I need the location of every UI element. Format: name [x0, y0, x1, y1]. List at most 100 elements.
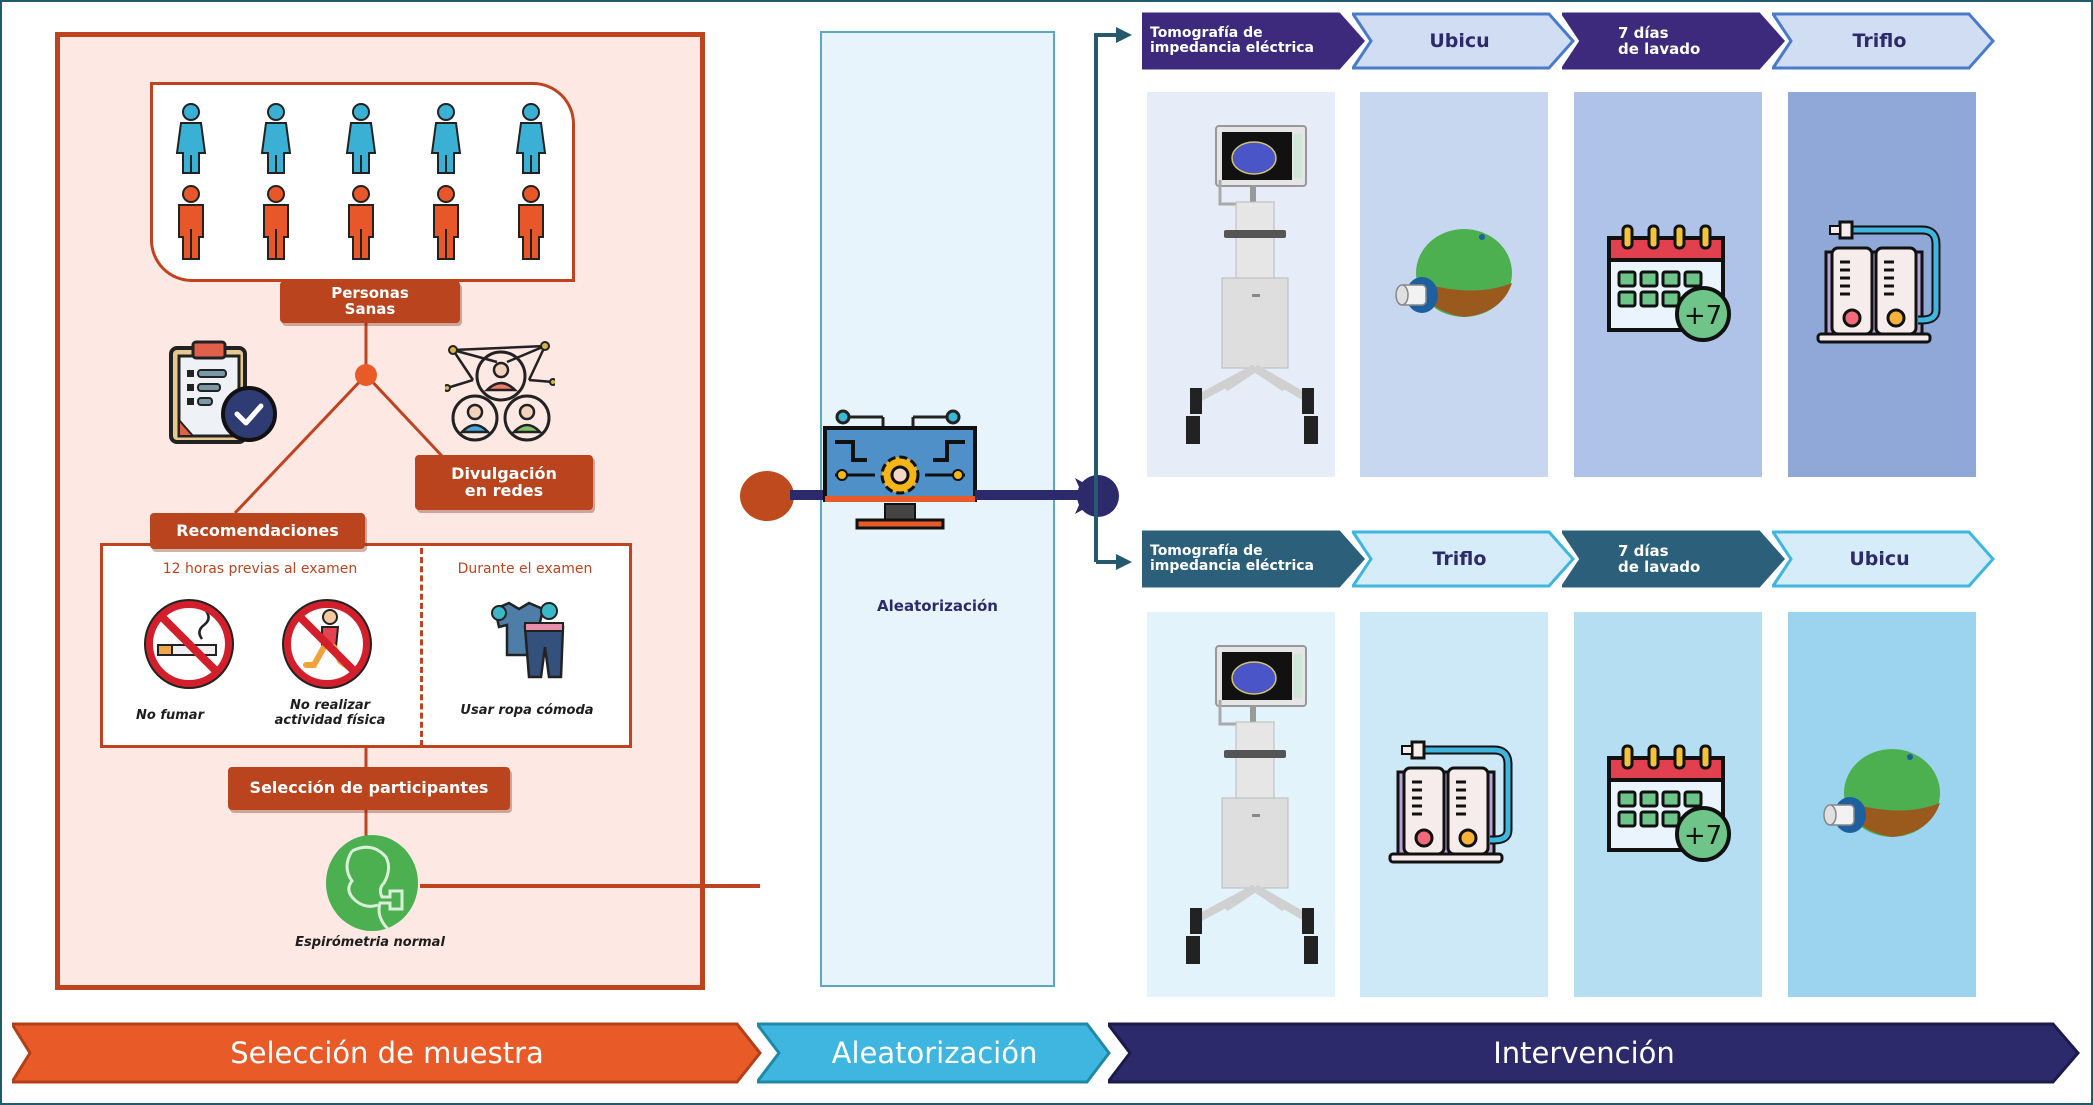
man-icon	[348, 185, 374, 260]
phase-label: Intervención	[1493, 1036, 1675, 1070]
step-chevron	[1772, 12, 1996, 70]
step-label-line: de lavado	[1618, 40, 1701, 58]
ubicu-device-icon	[1822, 743, 1942, 867]
step-label: Triflo	[1772, 30, 1977, 52]
phase-sample-selection: Selección de muestra	[12, 1022, 762, 1084]
no-exercise-icon	[282, 599, 372, 689]
branch-connectors	[1094, 27, 1132, 570]
arm2-card-1	[1147, 612, 1335, 997]
step-label: Ubicu	[1352, 30, 1557, 52]
woman-icon	[260, 103, 292, 174]
woman-icon	[515, 103, 547, 174]
phase-label: Aleatorización	[831, 1036, 1038, 1070]
step-label-line: Ubicu	[1849, 548, 1910, 570]
arm2-card-3: +7	[1574, 612, 1762, 997]
eit-device-icon	[1156, 118, 1326, 452]
phase-chevron	[757, 1022, 1111, 1084]
calendar-plus7-icon: +7	[1603, 220, 1733, 349]
triflo-device-icon	[1384, 738, 1524, 872]
step-label-line: 7 días	[1618, 23, 1669, 42]
calendar-plus7-icon: +7	[1603, 740, 1733, 869]
step-chevron	[1562, 530, 1786, 588]
selection-output-node	[740, 471, 794, 521]
caption-line: No realizar	[290, 698, 370, 713]
population-icons	[175, 103, 547, 260]
step-chevron	[1142, 530, 1366, 588]
man-icon	[433, 185, 459, 260]
step-label-line: Triflo	[1432, 548, 1487, 570]
before-exam-heading: 12 horas previas al examen	[162, 561, 358, 577]
arm1-card-1	[1147, 92, 1335, 477]
recommendations-divider	[420, 548, 423, 746]
arm1-card-3: +7	[1574, 92, 1762, 477]
step-label-line: Tomografía de	[1150, 542, 1263, 559]
step-label-line: 7 días	[1618, 541, 1669, 560]
arm2-step-2: Triflo	[1352, 530, 1577, 588]
checklist-icon	[169, 340, 277, 444]
connector-line	[364, 373, 444, 458]
arm1-step-2: Ubicu	[1352, 12, 1577, 70]
man-icon	[263, 185, 289, 260]
selection-connectors	[233, 322, 760, 888]
randomization-panel	[820, 31, 1055, 987]
during-exam-heading: Durante el examen	[457, 561, 593, 577]
man-icon	[178, 185, 204, 260]
step-chevron	[1562, 12, 1786, 70]
randomization-computer-icon	[823, 409, 977, 530]
population-box	[150, 82, 575, 282]
step-label-line: Tomografía de	[1150, 24, 1263, 41]
step-label-line: Triflo	[1852, 30, 1907, 52]
no-exercise-caption: No realizar actividad física	[255, 698, 405, 729]
outreach-label-line: Divulgación	[451, 463, 557, 483]
step-label-line: de lavado	[1618, 558, 1701, 576]
recommendations-label: Recomendaciones	[150, 513, 365, 549]
caption-line: actividad física	[274, 712, 386, 728]
arm2-card-2	[1360, 612, 1548, 997]
spirometry-caption: Espirómetria normal	[295, 935, 445, 950]
comfortable-clothes-caption: Usar ropa cómoda	[432, 703, 622, 719]
participant-selection-label: Selección de participantes	[228, 767, 510, 810]
arm1-card-4	[1788, 92, 1976, 477]
randomization-caption: Aleatorización	[877, 597, 998, 615]
phase-randomization: Aleatorización	[757, 1022, 1112, 1084]
step-label: Ubicu	[1772, 548, 1977, 570]
step-chevron	[1772, 530, 1996, 588]
step-label-line: impedancia eléctrica	[1150, 558, 1314, 574]
woman-icon	[430, 103, 462, 174]
social-network-icon	[445, 341, 555, 442]
no-smoking-caption: No fumar	[110, 708, 230, 724]
arm1-card-2	[1360, 92, 1548, 477]
arm2-step-4: Ubicu	[1772, 530, 1997, 588]
phase-intervention: Intervención	[1108, 1022, 2080, 1084]
arrow-head-icon	[1116, 554, 1132, 570]
woman-icon	[345, 103, 377, 174]
outreach-label: Divulgación en redes	[415, 455, 593, 510]
population-label: Personas Sanas	[280, 281, 460, 323]
step-label: Triflo	[1352, 548, 1557, 570]
caption-line: No fumar	[136, 708, 204, 723]
step-chevron	[1142, 12, 1366, 70]
step-chevron	[1352, 530, 1576, 588]
outreach-label-line: en redes	[464, 480, 544, 500]
arm2-card-4	[1788, 612, 1976, 997]
eit-device-icon	[1156, 638, 1326, 972]
svg-text:+7: +7	[1684, 301, 1722, 331]
step-label-line: Ubicu	[1429, 30, 1490, 52]
phase-chevron	[12, 1022, 762, 1084]
triflo-device-icon	[1812, 218, 1952, 352]
woman-icon	[175, 103, 207, 174]
phase-label: Selección de muestra	[230, 1036, 544, 1070]
man-icon	[518, 185, 544, 260]
step-label-line: impedancia eléctrica	[1150, 40, 1314, 56]
no-smoking-icon	[144, 599, 234, 689]
connector-line	[233, 373, 368, 515]
step-chevron	[1352, 12, 1576, 70]
arrow-head-icon	[1116, 27, 1132, 43]
